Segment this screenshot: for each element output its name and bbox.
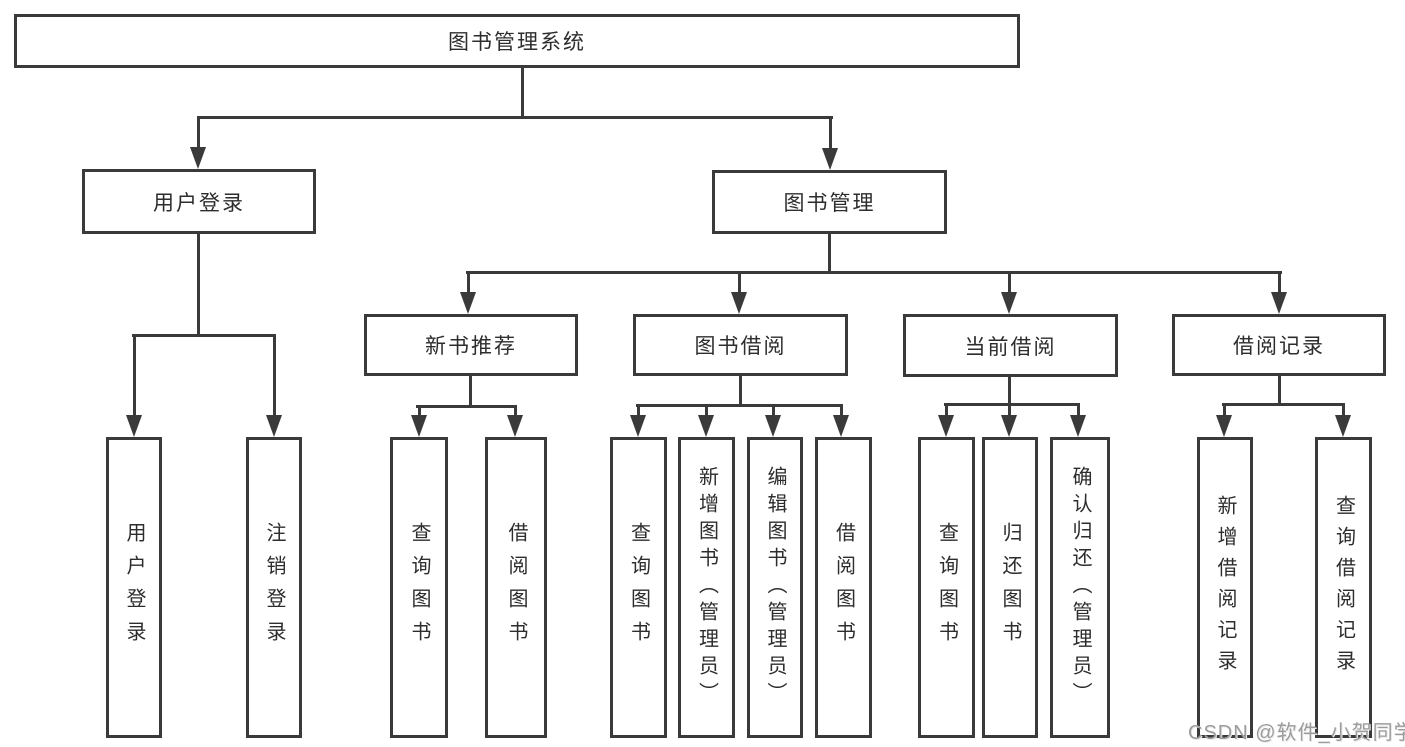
arrow-down-icon — [507, 415, 523, 437]
arrow-down-icon — [1216, 415, 1232, 437]
connector-line — [1008, 405, 1011, 416]
leaf-query-books-current: 查询图书 — [918, 437, 975, 738]
node-label: 注销登录 — [263, 521, 285, 654]
connector-line — [829, 119, 832, 150]
leaf-logout-login: 注销登录 — [246, 437, 302, 738]
leaf-add-book-admin: 新增图书（管理员） — [678, 437, 735, 738]
connector-line — [705, 406, 708, 416]
connector-line — [1008, 273, 1011, 294]
leaf-query-borrow-record: 查询借阅记录 — [1315, 437, 1372, 738]
node-label: 借阅图书 — [505, 521, 527, 654]
node-label: 图书管理 — [783, 192, 876, 215]
arrow-down-icon — [190, 147, 206, 169]
connector-line — [944, 403, 1080, 406]
connector-line — [418, 407, 421, 417]
connector-line — [197, 116, 833, 119]
arrow-down-icon — [126, 415, 142, 437]
connector-line — [840, 406, 843, 416]
connector-line — [636, 404, 843, 407]
connector-line — [416, 405, 517, 408]
node-label: 图书管理系统 — [448, 31, 586, 54]
node-borrowing-records: 借阅记录 — [1172, 314, 1386, 376]
leaf-user-login: 用户登录 — [106, 437, 162, 738]
leaf-add-borrow-record: 新增借阅记录 — [1197, 437, 1253, 738]
arrow-down-icon — [630, 415, 646, 437]
leaf-borrow-books-borrowing: 借阅图书 — [815, 437, 872, 738]
node-book-management: 图书管理 — [712, 170, 947, 234]
arrow-down-icon — [822, 148, 838, 170]
connector-line — [132, 334, 276, 337]
node-library-system: 图书管理系统 — [14, 14, 1020, 68]
connector-line — [828, 233, 831, 274]
leaf-edit-book-admin: 编辑图书（管理员） — [747, 437, 803, 738]
node-label: 查询图书 — [627, 521, 650, 654]
node-label: 新增图书（管理员） — [695, 466, 718, 709]
connector-line — [1342, 405, 1345, 416]
node-book-borrowing: 图书借阅 — [633, 314, 848, 376]
arrow-down-icon — [938, 415, 954, 437]
watermark: CSDN @软件_小贺同学 — [1188, 722, 1405, 744]
arrow-down-icon — [411, 415, 427, 437]
arrow-down-icon — [1335, 415, 1351, 437]
node-label: 编辑图书（管理员） — [764, 466, 786, 709]
node-user-login: 用户登录 — [82, 169, 316, 234]
connector-line — [1077, 405, 1080, 416]
connector-line — [1278, 374, 1281, 406]
arrow-down-icon — [1271, 292, 1287, 314]
node-new-book-recommend: 新书推荐 — [364, 314, 578, 376]
connector-line — [1222, 403, 1345, 406]
arrow-down-icon — [731, 292, 747, 314]
connector-line — [1008, 376, 1011, 406]
arrow-down-icon — [1001, 415, 1017, 437]
connector-line — [738, 273, 741, 294]
connector-line — [466, 271, 1282, 274]
arrow-down-icon — [1070, 415, 1086, 437]
connector-line — [514, 407, 517, 417]
node-label: 确认归还（管理员） — [1069, 466, 1091, 709]
arrow-down-icon — [833, 415, 849, 437]
leaf-query-books-borrowing: 查询图书 — [610, 437, 667, 738]
node-label: 查询图书 — [935, 521, 958, 654]
connector-line — [739, 375, 742, 407]
leaf-return-books: 归还图书 — [982, 437, 1038, 738]
node-label: 借阅图书 — [832, 521, 855, 654]
node-label: 用户登录 — [123, 521, 145, 654]
node-label: 查询图书 — [408, 521, 430, 654]
connector-line — [469, 374, 472, 408]
arrow-down-icon — [1001, 292, 1017, 314]
connector-line — [133, 336, 136, 417]
node-label: 归还图书 — [999, 521, 1021, 654]
connector-line — [467, 273, 470, 294]
node-label: 当前借阅 — [964, 335, 1057, 359]
connector-line — [772, 406, 775, 416]
connector-line — [273, 336, 276, 417]
connector-line — [521, 67, 524, 118]
connector-line — [1223, 405, 1226, 416]
leaf-confirm-return-admin: 确认归还（管理员） — [1050, 437, 1110, 738]
connector-line — [197, 119, 200, 149]
node-label: 新书推荐 — [425, 335, 517, 358]
arrow-down-icon — [266, 415, 282, 437]
node-label: 图书借阅 — [694, 335, 787, 358]
arrow-down-icon — [698, 415, 714, 437]
node-label: 新增借阅记录 — [1214, 494, 1236, 681]
leaf-query-books-recommend: 查询图书 — [390, 437, 448, 738]
node-label: 用户登录 — [153, 191, 245, 215]
node-label: 借阅记录 — [1233, 335, 1325, 358]
arrow-down-icon — [460, 292, 476, 314]
connector-line — [1278, 273, 1281, 294]
connector-line — [637, 406, 640, 416]
node-label: 查询借阅记录 — [1332, 494, 1355, 681]
connector-line — [197, 233, 200, 336]
arrow-down-icon — [765, 415, 781, 437]
leaf-borrow-books-recommend: 借阅图书 — [485, 437, 547, 738]
node-current-borrowing: 当前借阅 — [903, 314, 1118, 377]
connector-line — [945, 405, 948, 416]
